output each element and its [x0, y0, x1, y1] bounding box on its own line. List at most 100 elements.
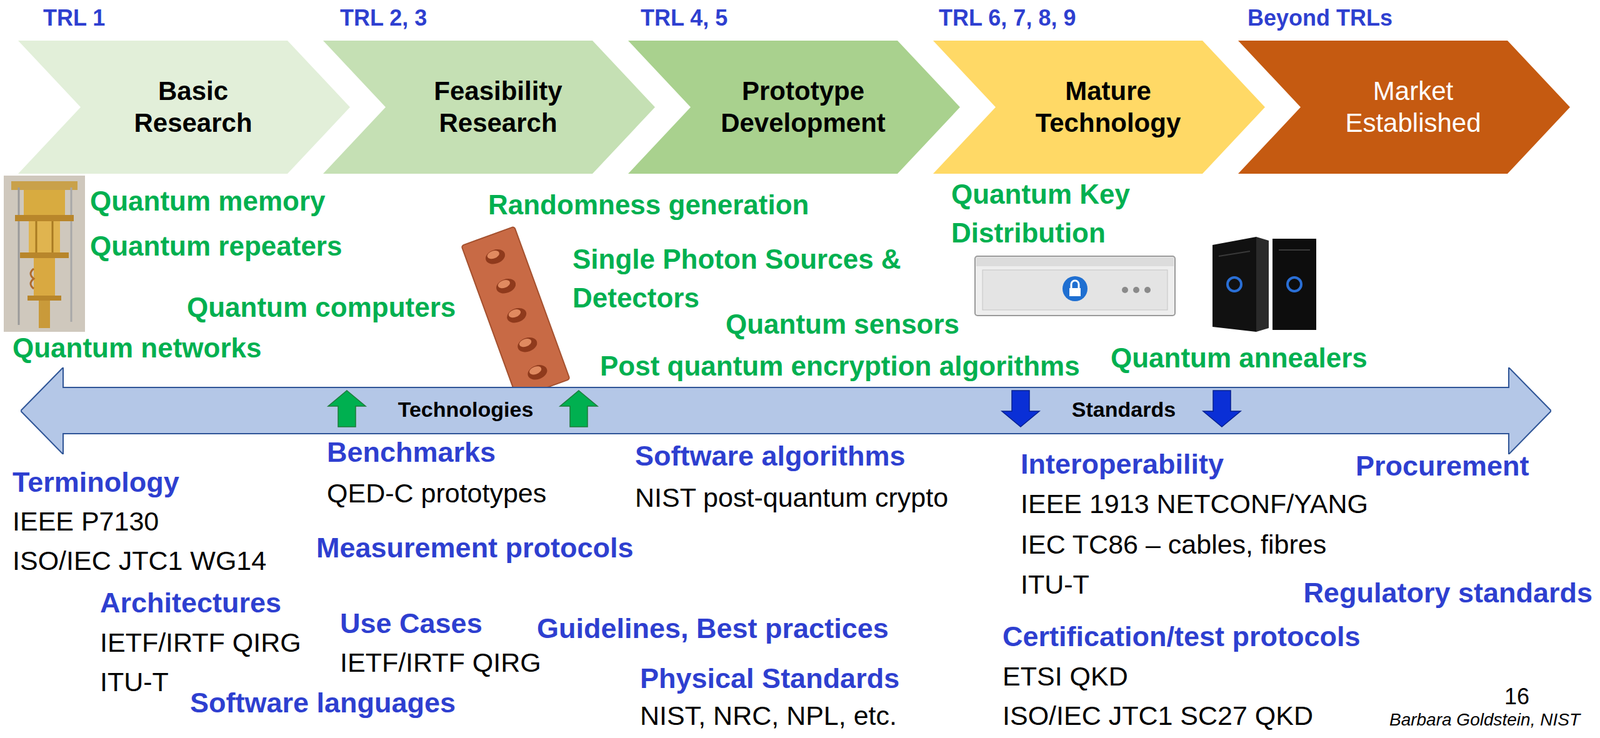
stage-name: Market Established: [1322, 40, 1504, 174]
device-knob: [1133, 286, 1140, 294]
chip-bump: [486, 249, 501, 261]
trl-heading: TRL 6, 7, 8, 9: [938, 5, 1076, 31]
trl-heading: TRL 2, 3: [340, 5, 427, 31]
technology-label: Post quantum encryption algorithms: [600, 350, 1080, 383]
fridge-stage: [38, 300, 50, 329]
lock-shackle: [1071, 280, 1079, 289]
chip-bump: [494, 276, 519, 297]
standard-label: ITU-T: [100, 666, 169, 698]
chevron-outline: [628, 40, 960, 174]
device-case: [975, 256, 1175, 316]
technology-label: Quantum memory: [90, 185, 326, 218]
chevron-outline: [18, 40, 350, 174]
standard-label: ISO/IEC JTC1 SC27 QKD: [1002, 700, 1314, 732]
device-knob: [1144, 286, 1151, 294]
chip-bump: [483, 246, 508, 267]
fridge-plate: [27, 295, 62, 301]
category-heading: Terminology: [12, 466, 180, 499]
fridge-wire: [18, 187, 20, 325]
chevron-shape: [933, 40, 1265, 174]
standard-label: NIST post-quantum crypto: [635, 482, 949, 514]
fridge-stage: [28, 221, 60, 253]
cabinet-seam: [1218, 251, 1250, 257]
chip-bump: [496, 278, 512, 290]
fridge-tube: [51, 221, 54, 253]
stage-chevron: TRL 1 Basic Research: [18, 5, 350, 174]
standard-label: ISO/IEC JTC1 WG14: [12, 545, 267, 577]
technology-label: Quantum sensors: [725, 308, 960, 341]
fridge-stage: [33, 258, 55, 296]
cabinet-seam: [1278, 249, 1310, 251]
chip-bump: [528, 365, 543, 377]
category-heading: Architectures: [100, 586, 282, 620]
fridge-plate: [15, 215, 74, 222]
chip-image: [461, 226, 570, 399]
technology-label: Quantum computers: [186, 291, 456, 324]
device-knob: [1121, 286, 1129, 294]
stage-chevron: TRL 4, 5Prototype Development: [628, 5, 960, 174]
category-heading: Benchmarks: [326, 436, 496, 469]
fridge-tube: [35, 221, 38, 253]
trl-heading: TRL 1: [43, 5, 105, 31]
standard-label: ITU-T: [1020, 569, 1090, 600]
technology-label: Quantum Key Distribution: [951, 175, 1158, 253]
trl-heading: TRL 4, 5: [640, 5, 728, 31]
down-arrow: [1203, 390, 1241, 427]
technology-label: Quantum annealers: [1110, 342, 1368, 375]
category-heading: Certification/test protocols: [1002, 620, 1361, 654]
stage-chevron: Beyond TRLsMarket Established: [1238, 5, 1570, 174]
technology-label: Quantum networks: [12, 332, 262, 365]
lock-body: [1069, 288, 1081, 297]
chip-bump: [515, 335, 540, 355]
chip-bump: [518, 337, 533, 349]
stage-name: Mature Technology: [1017, 40, 1199, 174]
technology-label: Single Photon Sources & Detectors: [572, 240, 923, 318]
fridge-wire: [70, 187, 73, 322]
chip-edge: [461, 226, 570, 399]
standard-label: IETF/IRTF QIRG: [100, 627, 302, 659]
chip-body: [461, 226, 570, 399]
lock-badge: [1062, 276, 1088, 302]
annealer-image: [1212, 236, 1317, 332]
fridge-plate: [20, 252, 69, 259]
category-heading: Regulatory standards: [1303, 576, 1593, 610]
category-heading: Procurement: [1355, 450, 1530, 483]
device-front: [982, 270, 1168, 310]
chevron-shape: [1238, 40, 1570, 174]
category-heading: Guidelines, Best practices: [536, 612, 889, 645]
up-arrow: [560, 390, 598, 427]
chevron-shape: [18, 40, 350, 174]
chip-bump: [505, 305, 529, 326]
technology-label: Randomness generation: [488, 189, 809, 222]
chevron-outline: [323, 40, 655, 174]
fridge-plate: [11, 181, 78, 190]
standard-label: NIST, NRC, NPL, etc.: [640, 700, 897, 732]
category-heading: Use Cases: [340, 607, 483, 640]
technology-label: Quantum repeaters: [90, 230, 342, 263]
chevron-shape: [628, 40, 960, 174]
band-label: Technologies: [398, 397, 534, 422]
up-arrow: [328, 390, 366, 427]
stage-name: Feasibility Research: [407, 40, 589, 174]
cabinet-logo: [1227, 277, 1242, 292]
cabinet-front: [1272, 238, 1317, 330]
category-heading: Interoperability: [1020, 448, 1224, 481]
cabinet-logo: [1287, 277, 1302, 292]
page-number: 16: [1504, 683, 1530, 710]
photo-ground: [3, 175, 85, 332]
standard-label: IEC TC86 – cables, fibres: [1020, 529, 1327, 560]
band-label: Standards: [1071, 397, 1176, 422]
category-heading: Software languages: [190, 686, 456, 720]
standard-label: IETF/IRTF QIRG: [340, 647, 542, 679]
qkd-device-image: [975, 256, 1175, 316]
chip-bump: [525, 362, 550, 383]
stage-name: Basic Research: [102, 40, 284, 174]
chevron-outline: [1238, 40, 1570, 174]
standard-label: QED-C prototypes: [326, 478, 547, 509]
chip-bump: [507, 308, 522, 320]
device-top: [976, 257, 1174, 267]
cabinet-front: [1212, 236, 1257, 332]
category-heading: Measurement protocols: [316, 531, 634, 565]
quantum-computer-photo: [3, 175, 85, 332]
